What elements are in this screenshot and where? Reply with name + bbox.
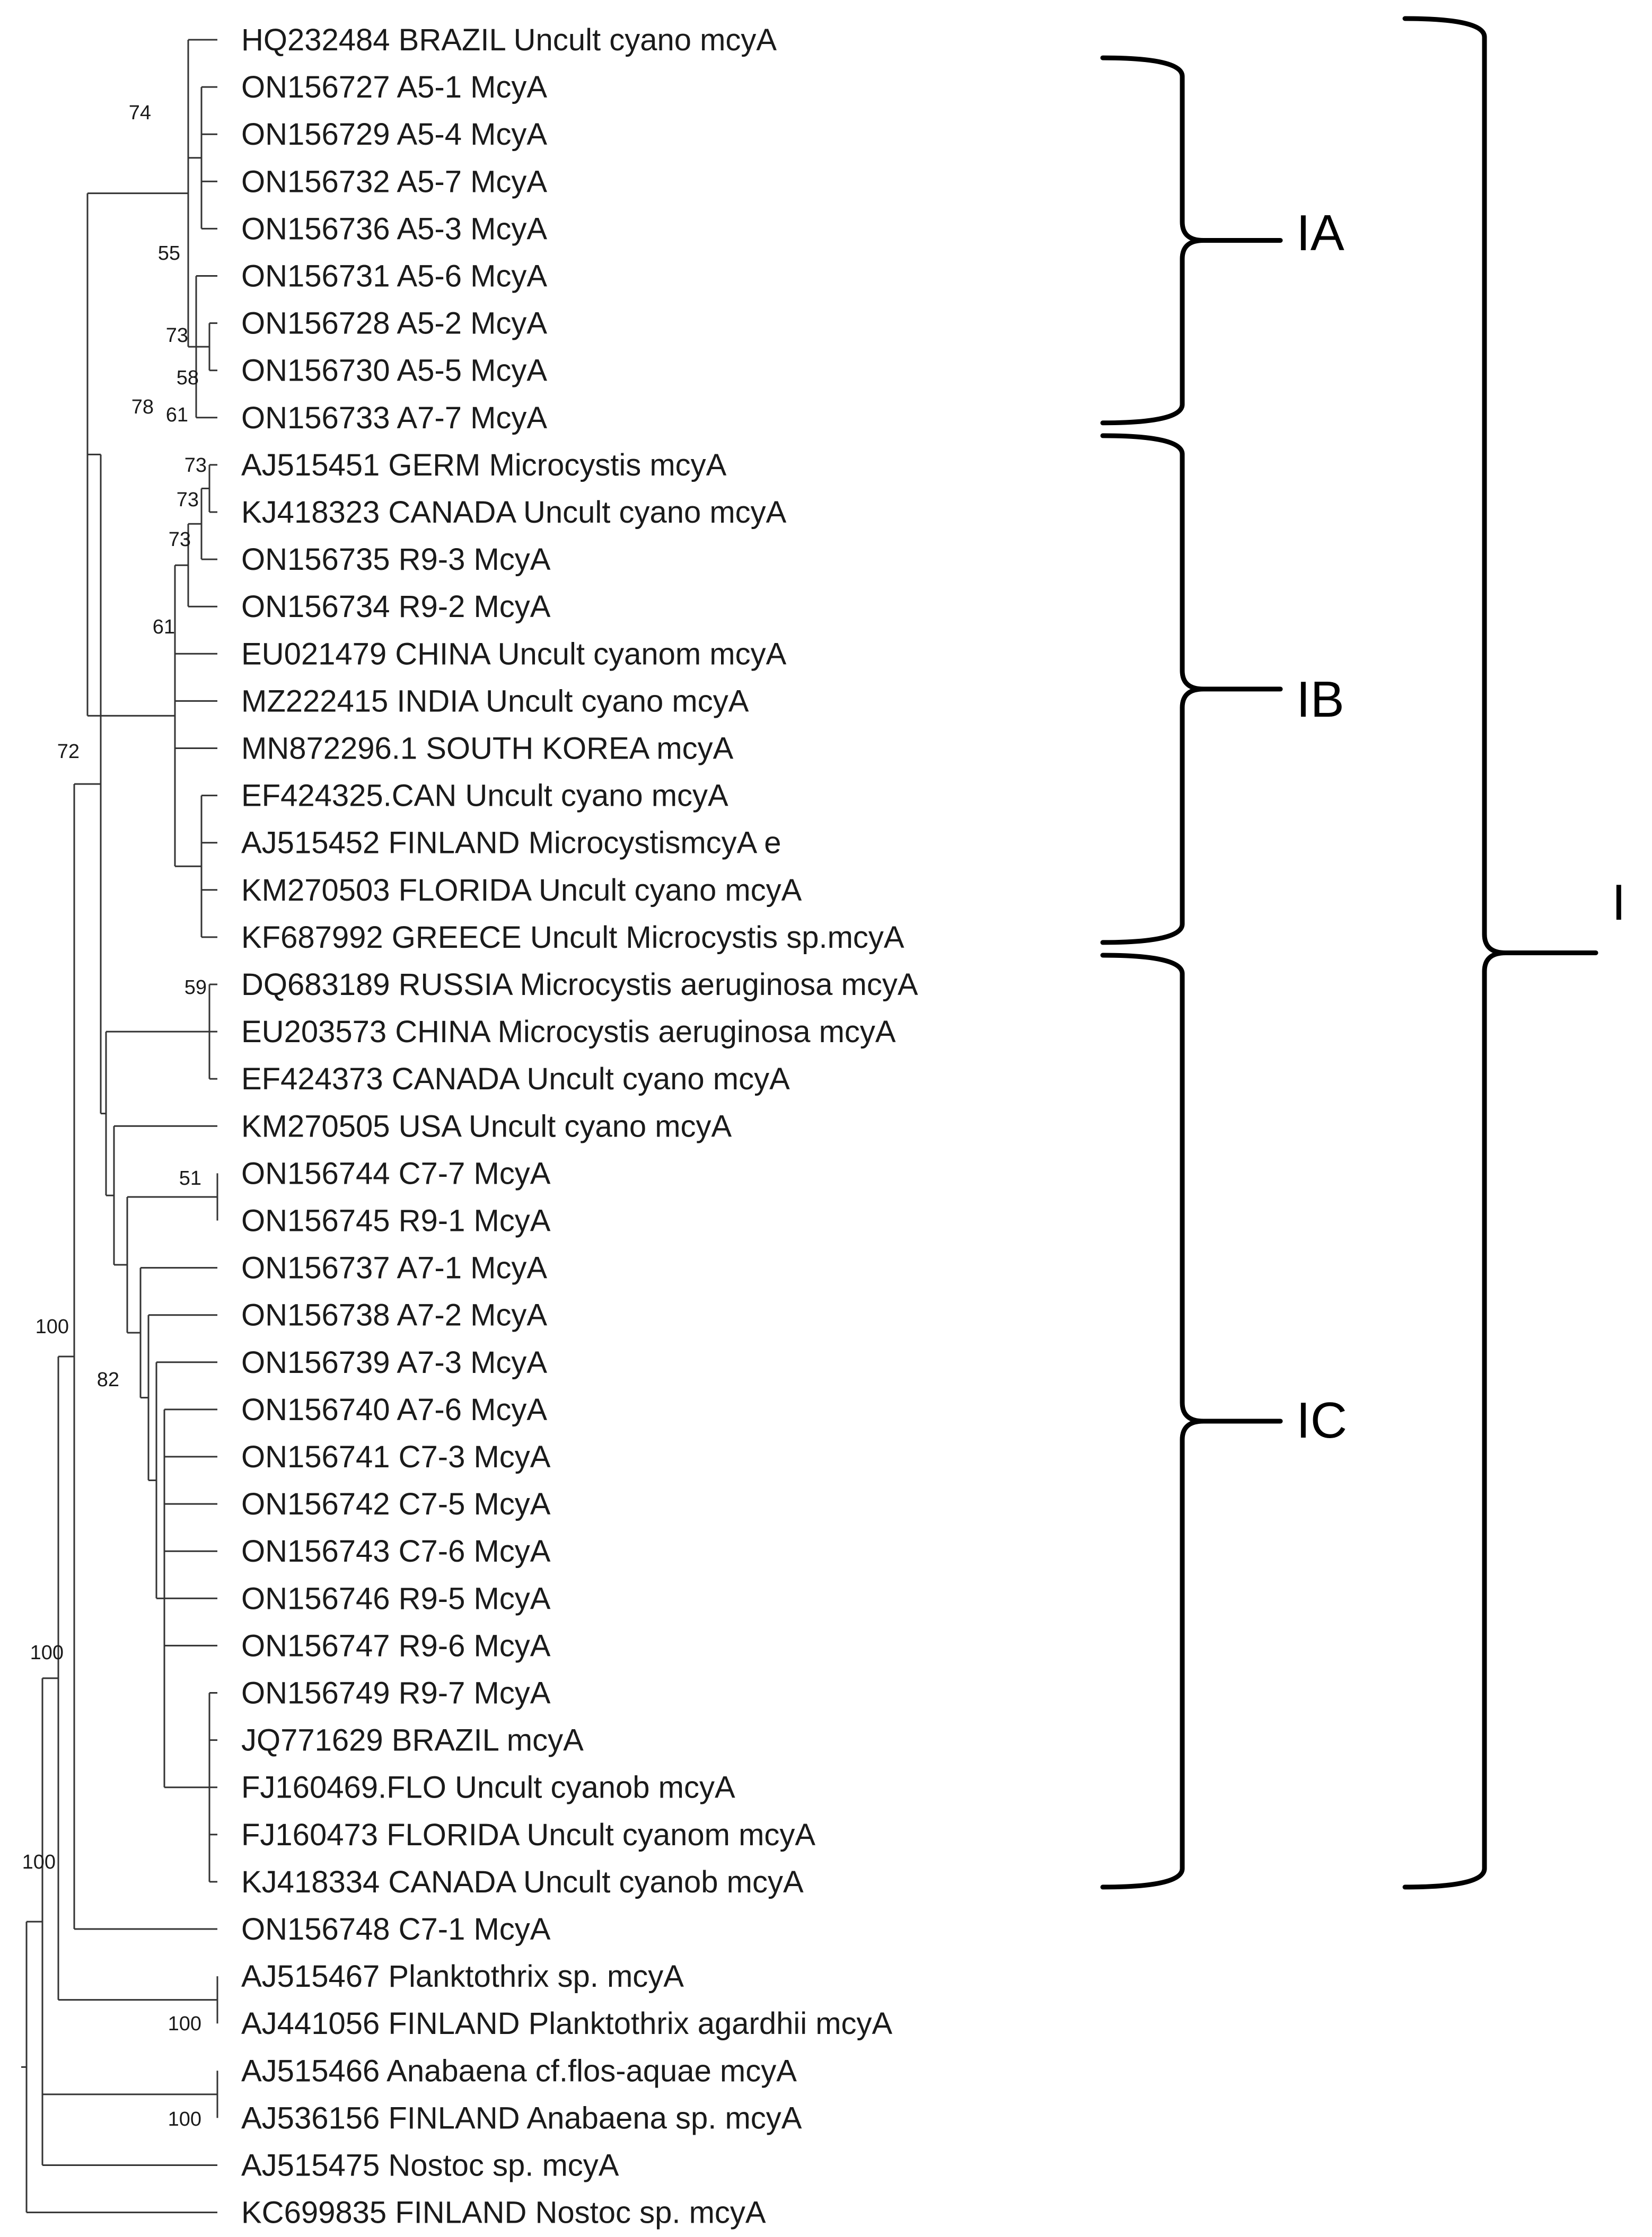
leaf-label: ON156747 R9-6 McyA (241, 1628, 551, 1663)
leaf-label: EF424373 CANADA Uncult cyano mcyA (241, 1062, 790, 1096)
leaf-label: ON156729 A5-4 McyA (241, 117, 547, 152)
leaf-label: ON156736 A5-3 McyA (241, 212, 547, 246)
leaf-label: KF687992 GREECE Uncult Microcystis sp.mc… (241, 920, 904, 955)
bootstrap-label: 73 (169, 529, 191, 551)
leaf-label: EU021479 CHINA Uncult cyanom mcyA (241, 637, 787, 671)
leaf-label: ON156745 R9-1 McyA (241, 1204, 551, 1238)
leaf-label: KC699835 FINLAND Nostoc sp. mcyA (241, 2196, 766, 2230)
leaf-label: AJ515451 GERM Microcystis mcyA (241, 448, 727, 482)
leaf-label: ON156749 R9-7 McyA (241, 1676, 551, 1711)
leaf-label: ON156732 A5-7 McyA (241, 164, 547, 199)
leaf-label: ON156741 C7-3 McyA (241, 1440, 551, 1474)
tree-branches (21, 39, 218, 2214)
leaf-label: ON156738 A7-2 McyA (241, 1298, 547, 1333)
leaf-label: MN872296.1 SOUTH KOREA mcyA (241, 732, 734, 766)
bootstrap-label: 58 (177, 367, 199, 389)
leaf-label: ON156737 A7-1 McyA (241, 1251, 547, 1285)
leaf-labels: HQ232484 BRAZIL Uncult cyano mcyA ON15672… (241, 23, 918, 2230)
leaf-label: ON156733 A7-7 McyA (241, 401, 547, 435)
bootstrap-label: 72 (57, 741, 80, 763)
clade-label-i: I (1612, 874, 1626, 931)
leaf-label: KJ418334 CANADA Uncult cyanob mcyA (241, 1865, 804, 1899)
bootstrap-label: 100 (168, 2013, 201, 2035)
leaf-label: HQ232484 BRAZIL Uncult cyano mcyA (241, 23, 777, 57)
bootstrap-labels: 74 55 73 58 61 78 73 73 73 61 72 59 51 8… (22, 102, 207, 2130)
leaf-label: ON156731 A5-6 McyA (241, 259, 547, 294)
clade-brackets (1100, 16, 1598, 1890)
leaf-label: ON156743 C7-6 McyA (241, 1534, 551, 1569)
clade-labels: IA IB IC I (1296, 205, 1626, 1449)
leaf-label: MZ222415 INDIA Uncult cyano mcyA (241, 684, 749, 718)
leaf-label: FJ160469.FLO Uncult cyanob mcyA (241, 1771, 735, 1805)
clade-bracket-i (1402, 16, 1598, 1890)
bootstrap-label: 73 (184, 454, 207, 477)
leaf-label: AJ515467 Planktothrix sp. mcyA (241, 1959, 684, 1994)
leaf-label: ON156744 C7-7 McyA (241, 1156, 551, 1191)
bootstrap-label: 78 (131, 396, 154, 418)
bootstrap-label: 100 (36, 1316, 69, 1338)
bootstrap-label: 100 (168, 2108, 201, 2130)
bootstrap-label: 73 (177, 489, 199, 511)
leaf-label: KM270503 FLORIDA Uncult cyano mcyA (241, 873, 802, 908)
leaf-label: FJ160473 FLORIDA Uncult cyanom mcyA (241, 1818, 815, 1852)
leaf-label: ON156730 A5-5 McyA (241, 354, 547, 388)
leaf-label: AJ536156 FINLAND Anabaena sp. mcyA (241, 2101, 802, 2135)
clade-bracket-ic (1100, 953, 1283, 1890)
leaf-label: ON156748 C7-1 McyA (241, 1912, 551, 1947)
leaf-label: ON156735 R9-3 McyA (241, 542, 551, 577)
leaf-label: KJ418323 CANADA Uncult cyano mcyA (241, 495, 787, 530)
leaf-label: ON156739 A7-3 McyA (241, 1345, 547, 1380)
bootstrap-label: 61 (166, 404, 188, 426)
bootstrap-label: 61 (153, 616, 175, 638)
leaf-label: EU203573 CHINA Microcystis aeruginosa mc… (241, 1015, 896, 1049)
clade-bracket-ib (1100, 433, 1283, 945)
leaf-label: ON156740 A7-6 McyA (241, 1393, 547, 1427)
leaf-label: AJ441056 FINLAND Planktothrix agardhii m… (241, 2006, 893, 2041)
leaf-label: ON156728 A5-2 McyA (241, 306, 547, 341)
clade-bracket-ia (1100, 55, 1283, 426)
clade-label-ia: IA (1296, 205, 1345, 261)
clade-label-ib: IB (1296, 671, 1345, 728)
clade-label-ic: IC (1296, 1392, 1347, 1449)
bootstrap-label: 59 (184, 976, 207, 999)
leaf-label: ON156746 R9-5 McyA (241, 1581, 551, 1616)
leaf-label: EF424325.CAN Uncult cyano mcyA (241, 779, 728, 813)
leaf-label: ON156742 C7-5 McyA (241, 1487, 551, 1521)
bootstrap-label: 74 (129, 102, 151, 124)
leaf-label: KM270505 USA Uncult cyano mcyA (241, 1109, 732, 1143)
leaf-label: DQ683189 RUSSIA Microcystis aeruginosa m… (241, 967, 918, 1002)
bootstrap-label: 55 (158, 242, 180, 265)
bootstrap-label: 73 (166, 324, 188, 347)
bootstrap-label: 51 (179, 1167, 201, 1190)
bootstrap-label: 100 (30, 1642, 64, 1664)
leaf-label: JQ771629 BRAZIL mcyA (241, 1723, 584, 1758)
bootstrap-label: 82 (97, 1369, 119, 1391)
leaf-label: AJ515452 FINLAND MicrocystismcyA e (241, 826, 781, 860)
leaf-label: AJ515466 Anabaena cf.flos-aquae mcyA (241, 2054, 797, 2088)
leaf-label: ON156734 R9-2 McyA (241, 589, 551, 624)
leaf-label: AJ515475 Nostoc sp. mcyA (241, 2148, 619, 2183)
leaf-label: ON156727 A5-1 McyA (241, 70, 547, 104)
bootstrap-label: 100 (22, 1851, 56, 1873)
